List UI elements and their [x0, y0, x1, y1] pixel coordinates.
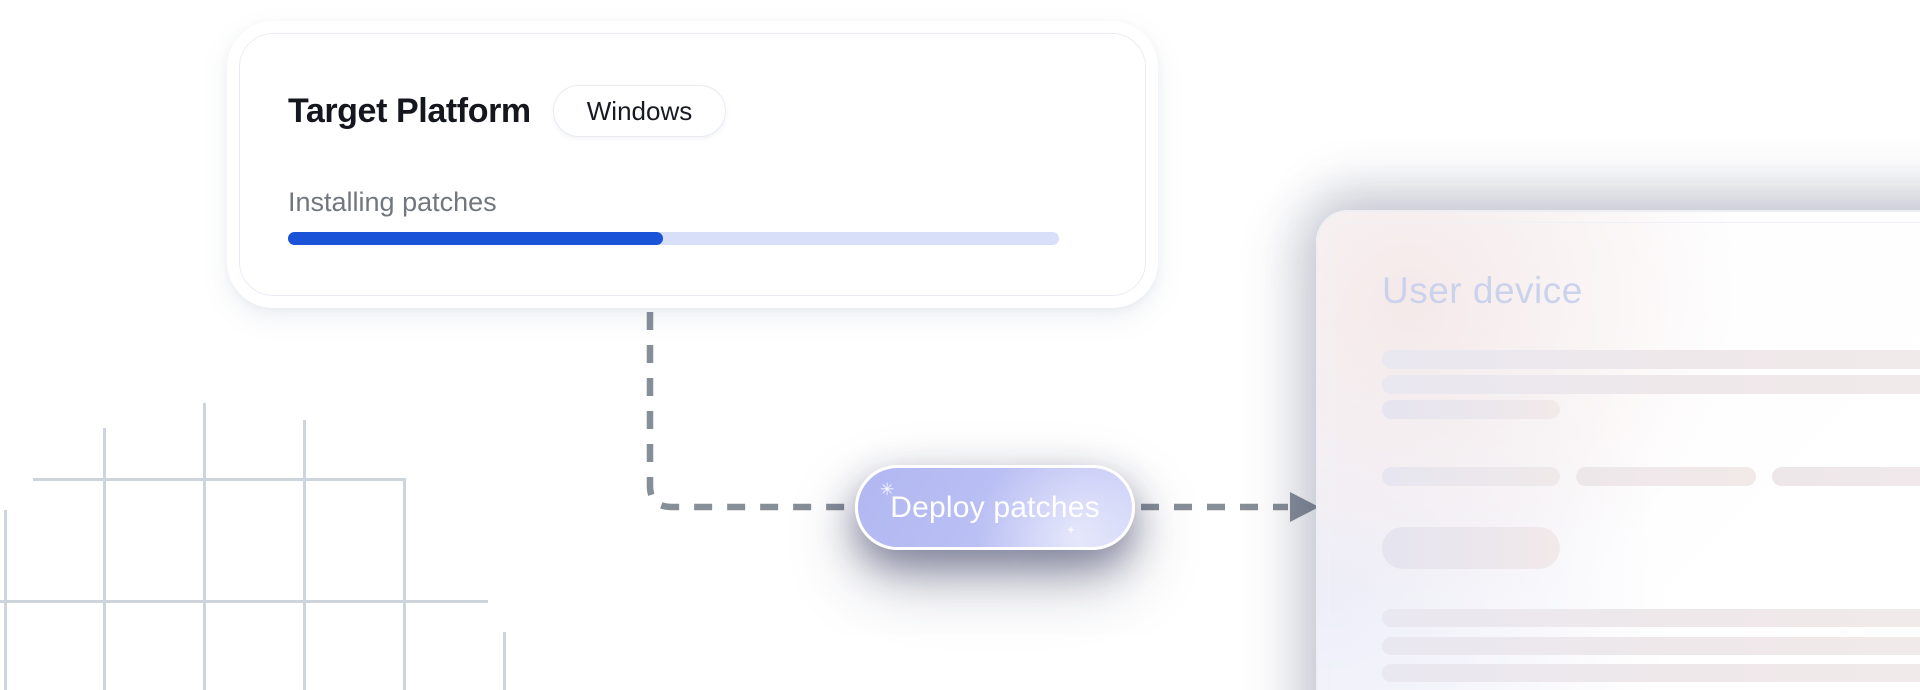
skeleton-button-placeholder — [1382, 527, 1560, 569]
skeleton-text-line — [1382, 637, 1920, 655]
sparkle-icon: ✦ — [1066, 523, 1077, 537]
skeleton-row — [1382, 467, 1920, 486]
deploy-patches-label: Deploy patches — [890, 490, 1100, 524]
platform-badge-label: Windows — [586, 95, 693, 126]
skeleton-text-line — [1382, 609, 1920, 627]
install-status-label: Installing patches — [288, 187, 497, 217]
target-platform-card: Target Platform Windows Installing patch… — [227, 21, 1158, 308]
grid-line — [403, 478, 406, 690]
skeleton-text-line — [1382, 664, 1920, 682]
grid-line — [33, 478, 405, 481]
user-device-title: User device — [1382, 270, 1583, 311]
skeleton-text-line — [1382, 400, 1560, 419]
skeleton-segment — [1772, 467, 1920, 486]
skeleton-segment — [1382, 467, 1560, 486]
grid-line — [303, 420, 306, 690]
skeleton-text-line — [1382, 350, 1920, 369]
card-header: Target Platform Windows — [288, 85, 727, 137]
grid-line — [503, 632, 506, 690]
card-title: Target Platform — [288, 91, 531, 130]
platform-badge: Windows — [552, 85, 727, 137]
arrow-right-icon — [1290, 492, 1319, 522]
connector-line-card-to-button — [646, 312, 849, 511]
install-progress-bar — [288, 232, 1059, 245]
install-progress-fill — [288, 232, 663, 245]
skeleton-text-line — [1382, 375, 1920, 394]
grid-line — [203, 403, 206, 690]
grid-line — [103, 428, 106, 690]
deploy-patches-button[interactable]: ✳ Deploy patches ✦ — [855, 465, 1135, 550]
grid-line — [0, 600, 488, 603]
skeleton-segment — [1576, 467, 1756, 486]
user-device-panel: User device — [1316, 210, 1920, 690]
